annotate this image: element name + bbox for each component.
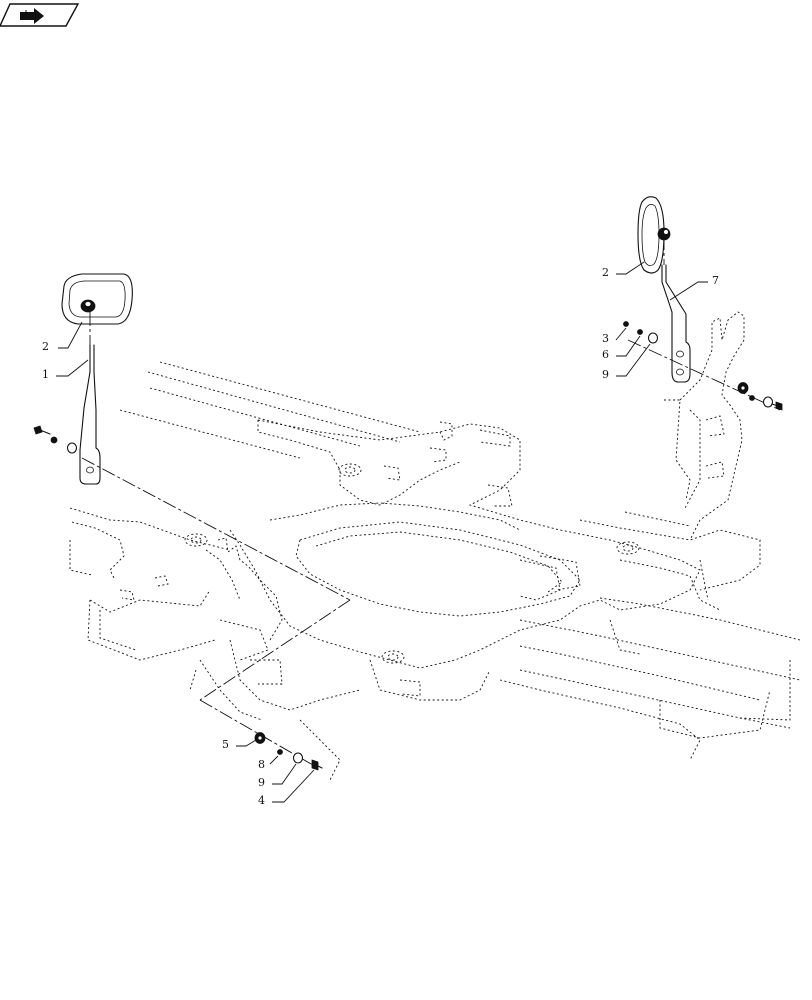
callout-number: 3 <box>602 332 609 345</box>
callout-bottom-nut: 5 <box>222 738 257 751</box>
next-page-button[interactable] <box>0 3 80 27</box>
right-mirror <box>637 196 671 274</box>
callout-bottom-lockwasher: 8 <box>258 755 279 771</box>
callout-bottom-bolt: 4 <box>258 769 315 807</box>
next-page-arrow-icon <box>20 8 44 24</box>
callout-right-lockwasher: 6 <box>602 335 641 361</box>
center-lines <box>81 236 781 769</box>
left-bolt-stack <box>33 425 78 454</box>
right-mirror-arm <box>661 264 691 383</box>
callout-right-mirror: 2 <box>602 261 645 279</box>
callout-number: 4 <box>258 794 265 807</box>
callout-left-mirror: 2 <box>42 321 83 353</box>
callout-number: 9 <box>258 776 265 789</box>
callout-right-bolt: 3 <box>602 327 627 345</box>
callout-number: 6 <box>602 348 609 361</box>
callout-number: 5 <box>222 738 229 751</box>
callout-number: 2 <box>602 266 609 279</box>
bottom-bolt-stack <box>254 732 323 771</box>
machine-frame <box>69 311 801 781</box>
callout-left-arm: 1 <box>42 359 89 381</box>
right-bolt-stack <box>623 321 783 411</box>
callout-number: 9 <box>602 368 609 381</box>
callout-number: 7 <box>712 274 719 287</box>
left-mirror <box>61 273 133 325</box>
callout-number: 8 <box>258 758 265 771</box>
callout-bottom-washer: 9 <box>258 763 297 789</box>
left-mirror-arm <box>79 344 101 485</box>
callout-number: 1 <box>42 368 49 381</box>
callout-right-washer: 9 <box>602 343 651 381</box>
callout-right-arm: 7 <box>669 274 719 301</box>
callout-number: 2 <box>42 340 49 353</box>
